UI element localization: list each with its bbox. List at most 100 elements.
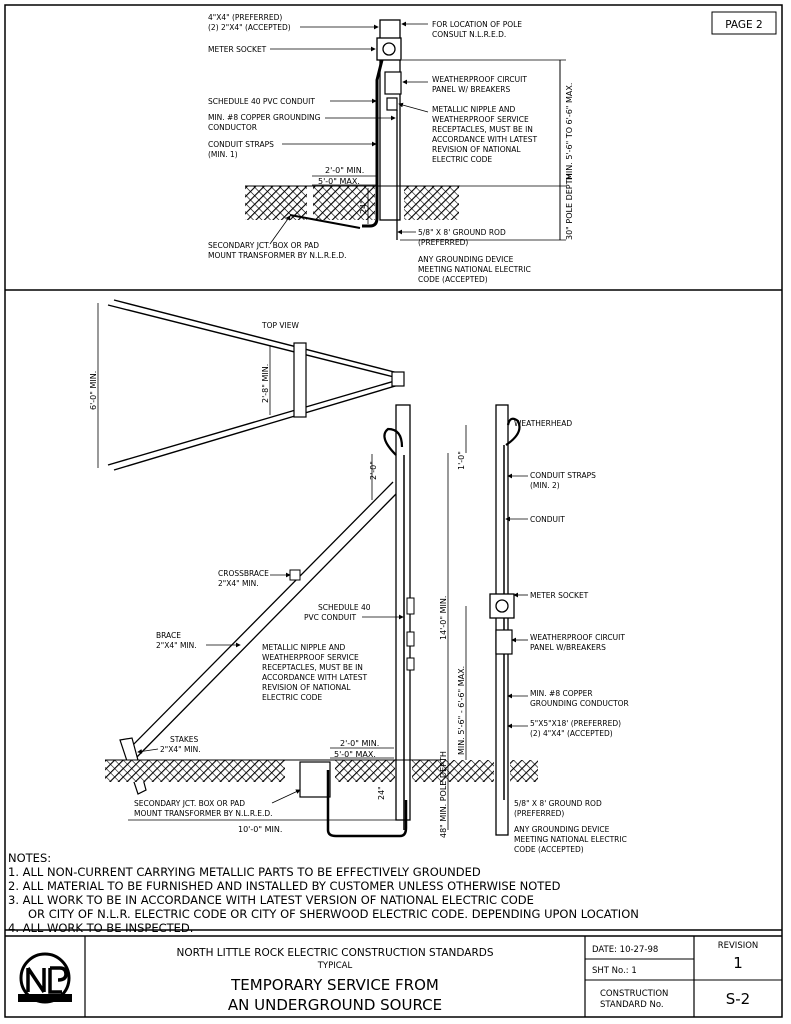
crossbrace-label-2: 2"X4" MIN. <box>218 579 259 588</box>
bot-nipple-label-1: METALLIC NIPPLE AND <box>262 643 345 652</box>
top-nipple-label-3: RECEPTACLES, MUST BE IN <box>432 125 533 134</box>
top-rod-label-1: 5/8" X 8' GROUND ROD <box>418 228 506 237</box>
top-height-dim: MIN. 5'-6" TO 6'-6" MAX. <box>565 83 574 180</box>
title-block: NORTH LITTLE ROCK ELECTRIC CONSTRUCTION … <box>5 935 782 1017</box>
side-straps-label-2: (MIN. 2) <box>530 481 560 490</box>
title-sheet: SHT No.: 1 <box>592 966 637 976</box>
top-location-label-1: FOR LOCATION OF POLE <box>432 20 522 29</box>
side-meter-glass <box>495 599 509 613</box>
side-grounding-label-1: MIN. #8 COPPER <box>530 689 593 698</box>
notes: NOTES: 1. ALL NON-CURRENT CARRYING METAL… <box>8 851 639 935</box>
note-3: 3. ALL WORK TO BE IN ACCORDANCE WITH LAT… <box>8 893 534 907</box>
bot-soil-right <box>412 760 442 782</box>
note-3-cont: OR CITY OF N.L.R. ELECTRIC CODE OR CITY … <box>28 907 639 921</box>
top-grounding-label-2: CONDUCTOR <box>208 123 257 132</box>
side-weatherhead <box>505 417 521 446</box>
top-rod-label-2: (PREFERRED) <box>418 238 468 247</box>
top-transformer-label-1: SECONDARY JCT. BOX OR PAD <box>208 241 319 250</box>
side-conduit-label: CONDUIT <box>530 515 565 524</box>
top-device-label-1: ANY GROUNDING DEVICE <box>418 255 514 264</box>
top-transformer-leader <box>269 215 291 245</box>
top-straps-label-1: CONDUIT STRAPS <box>208 140 274 149</box>
top-nipple-label-1: METALLIC NIPPLE AND <box>432 105 515 114</box>
top-nipple-label-4: ACCORDANCE WITH LATEST <box>432 135 538 144</box>
top-view-width-6: 6'-0" MIN. <box>89 371 98 410</box>
side-grounding-label-2: GROUNDING CONDUCTOR <box>530 699 629 708</box>
side-device-label-2: MEETING NATIONAL ELECTRIC <box>514 835 627 844</box>
top-grounding-label-1: MIN. #8 COPPER GROUNDING <box>208 113 321 122</box>
title-std-no: S-2 <box>726 990 750 1008</box>
bot-pvc-label-1: SCHEDULE 40 <box>318 603 371 612</box>
title-org: NORTH LITTLE ROCK ELECTRIC CONSTRUCTION … <box>177 947 494 959</box>
side-soil-right <box>510 760 538 782</box>
bot-base-dim: 10'-0" MIN. <box>238 825 282 834</box>
top-transformer-label-2: MOUNT TRANSFORMER BY N.L.R.E.D. <box>208 251 347 260</box>
nlr-logo <box>18 952 72 1004</box>
top-detail: 4"X4" (PREFERRED) (2) 2"X4" (ACCEPTED) M… <box>208 13 574 284</box>
bot-nipple-label-4: ACCORDANCE WITH LATEST <box>262 673 368 682</box>
top-location-label-2: CONSULT N.L.R.E.D. <box>432 30 506 39</box>
side-post-label-1: 5"X5"X18' (PREFERRED) <box>530 719 621 728</box>
crossbrace-label-1: CROSSBRACE <box>218 569 269 578</box>
side-panel <box>495 629 513 655</box>
top-view-drawing <box>107 299 405 471</box>
brace-label-2: 2"X4" MIN. <box>156 641 197 650</box>
title-std-label-1: CONSTRUCTION <box>600 989 668 999</box>
top-nipple-label-6: ELECTRIC CODE <box>432 155 492 164</box>
top-view-label: TOP VIEW <box>261 321 299 330</box>
top-nipple-label-2: WEATHERPROOF SERVICE <box>432 115 529 124</box>
side-pole <box>495 404 509 836</box>
top-panel <box>384 71 402 95</box>
bot-dim-20: 2'-0" <box>369 461 378 480</box>
note-4: 4. ALL WORK TO BE INSPECTED. <box>8 921 193 935</box>
top-straps-label-2: (MIN. 1) <box>208 150 238 159</box>
top-device-label-3: CODE (ACCEPTED) <box>418 275 488 284</box>
side-device-label-1: ANY GROUNDING DEVICE <box>514 825 610 834</box>
brace-label-1: BRACE <box>156 631 181 640</box>
elev-meter <box>406 597 415 615</box>
side-soil-left <box>440 760 494 782</box>
side-panel-label-1: WEATHERPROOF CIRCUIT <box>530 633 625 642</box>
title-line-2: AN UNDERGROUND SOURCE <box>228 996 442 1014</box>
top-view-width-28: 2'-8" MIN. <box>261 364 270 403</box>
top-panel-label-2: PANEL W/ BREAKERS <box>432 85 511 94</box>
bot-soil-left <box>105 760 285 782</box>
bot-depth-24: 24" <box>377 786 386 800</box>
notes-heading: NOTES: <box>8 851 51 865</box>
top-dist-max: 5'-0" MAX. <box>318 177 360 186</box>
top-conduit <box>362 59 384 228</box>
side-straps-label-1: CONDUIT STRAPS <box>530 471 596 480</box>
page-label: PAGE 2 <box>725 19 762 31</box>
elev-weatherhead <box>383 427 404 456</box>
side-rod-label-1: 5/8" X 8' GROUND ROD <box>514 799 602 808</box>
bot-nipple-label-3: RECEPTACLES, MUST BE IN <box>262 663 363 672</box>
bot-nipple-label-6: ELECTRIC CODE <box>262 693 322 702</box>
top-dist-min: 2'-0" MIN. <box>325 166 364 175</box>
top-pole-preferred: 4"X4" (PREFERRED) <box>208 13 282 22</box>
title-revision: 1 <box>733 954 743 972</box>
side-depth-48: 48" MIN. POLE DEPTH <box>439 751 448 838</box>
bottom-detail: TOP VIEW 6'-0" MIN. 2'-8" MIN. <box>89 299 629 854</box>
top-pvc-label: SCHEDULE 40 PVC CONDUIT <box>208 97 315 106</box>
top-device-label-2: MEETING NATIONAL ELECTRIC <box>418 265 531 274</box>
stakes-label-1: STAKES <box>170 735 199 744</box>
bot-transformer-conduit <box>326 770 408 838</box>
bot-transformer-label-1: SECONDARY JCT. BOX OR PAD <box>134 799 245 808</box>
top-pole <box>379 19 401 221</box>
top-pole-accepted: (2) 2"X4" (ACCEPTED) <box>208 23 291 32</box>
top-soil-right <box>404 186 459 220</box>
side-height-14: 14'-0" MIN. <box>439 596 448 640</box>
bot-transformer-leader <box>271 789 301 804</box>
bot-transformer <box>299 761 331 798</box>
side-post-label-2: (2) 4"X4" (ACCEPTED) <box>530 729 613 738</box>
bot-dist-max: 5'-0" MAX. <box>334 750 376 759</box>
side-device-label-3: CODE (ACCEPTED) <box>514 845 584 854</box>
title-std-label-2: STANDARD No. <box>600 1000 664 1010</box>
top-pole-depth: 30" POLE DEPTH <box>565 173 574 240</box>
title-revision-label: REVISION <box>718 941 759 951</box>
stakes-leader <box>137 748 159 754</box>
top-soil-left <box>245 186 307 220</box>
note-2: 2. ALL MATERIAL TO BE FURNISHED AND INST… <box>8 879 561 893</box>
bot-nipple-label-5: REVISION OF NATIONAL <box>262 683 351 692</box>
side-panel-label-2: PANEL W/BREAKERS <box>530 643 606 652</box>
